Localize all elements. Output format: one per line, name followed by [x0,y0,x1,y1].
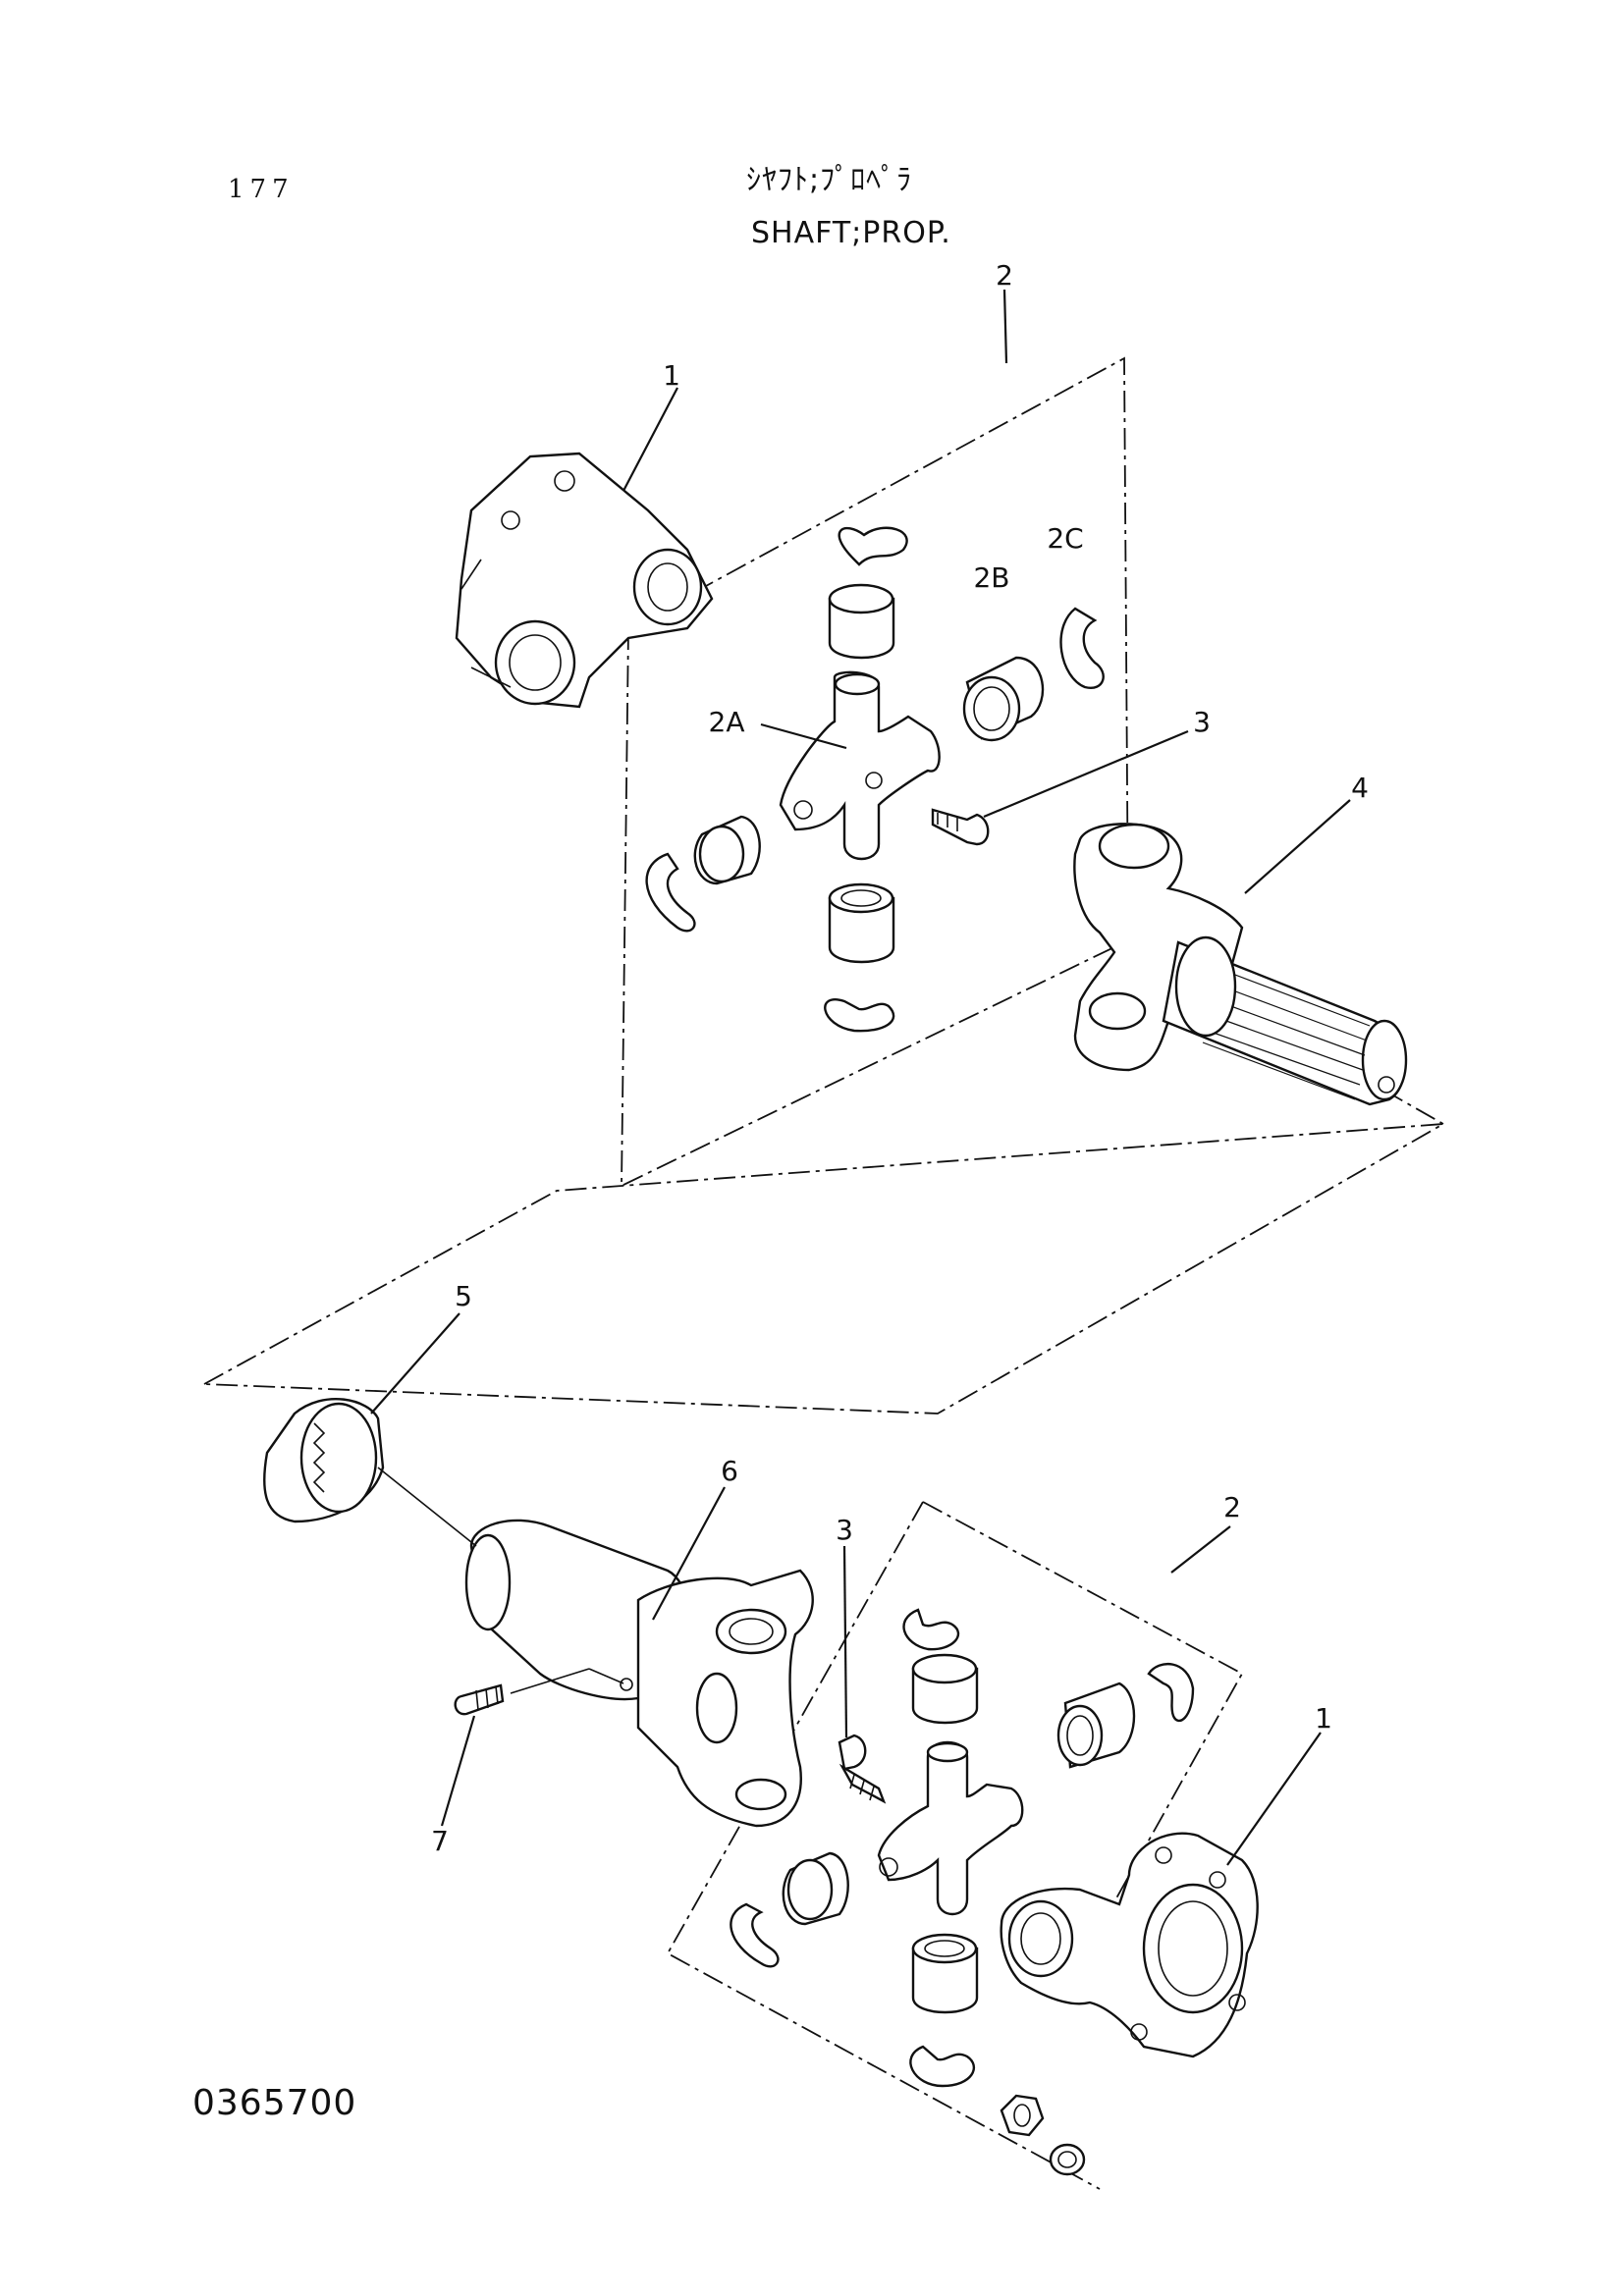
callout-5: 5 [455,1280,472,1312]
snap-ring-lower-bottom [909,2045,976,2088]
washer-lower [1049,2143,1086,2176]
slip-yoke-4 [1073,823,1408,1106]
drawing-code: 0365700 [192,2083,357,2123]
snap-ring-2c [1059,607,1105,689]
flange-yoke-lower [1000,1832,1259,2058]
alignment-lines [377,1467,624,1694]
callout-2b: 2B [973,561,1009,594]
callout-labels: 1 2 2A 2B 2C 3 4 5 6 2 3 1 7 [431,259,1369,1857]
cross-spider-2a [779,670,941,861]
callout-2a: 2A [709,706,745,738]
snap-ring-upper-left [645,852,696,933]
needle-bearing-2b [962,656,1045,742]
callout-1-top: 1 [663,359,680,392]
cross-spider-lower [877,1740,1024,1916]
bearing-cap-upper-top [828,583,895,660]
bearing-cap-lower-top [911,1653,979,1725]
lower-assembly-outline [666,1501,1244,2190]
snap-ring-lower-right [1147,1663,1195,1723]
needle-bearing-lower-bottom [911,1933,979,2014]
snap-ring-upper-top [838,526,908,566]
bearing-cap-lower-left [782,1851,849,1926]
bearing-cap-upper-left [693,815,761,885]
grease-fitting-upper [931,808,990,846]
slip-sleeve-5 [263,1398,385,1523]
callout-7: 7 [431,1825,449,1857]
flange-yoke-upper [455,452,714,709]
grease-fitting-lower [838,1734,887,1804]
needle-bearing-lower-right [1056,1682,1136,1769]
needle-bearing-upper-bottom [828,882,895,964]
callout-2c: 2C [1047,522,1083,555]
snap-ring-upper-bottom [824,998,895,1033]
snap-ring-lower-left [730,1902,780,1968]
page-number: 177 [228,175,295,204]
callout-3-bottom: 3 [836,1514,853,1546]
nut-lower [1000,2094,1045,2137]
leader-lines [370,289,1351,1866]
title-japanese: ｼﾔﾌﾄ;ﾌﾟﾛﾍﾟﾗ [746,163,913,197]
snap-ring-lower-top [902,1608,959,1651]
callout-3-top: 3 [1193,706,1211,738]
callout-1-bottom: 1 [1315,1702,1332,1735]
callout-2-bottom: 2 [1223,1491,1241,1523]
callout-4: 4 [1351,772,1369,804]
callout-2-top: 2 [996,259,1013,292]
title-english: SHAFT;PROP. [751,216,951,250]
callout-6: 6 [721,1455,738,1487]
tube-yoke-6 [464,1519,814,1828]
grease-fitting-7 [454,1683,505,1716]
middle-connection-outline [203,1123,1444,1415]
